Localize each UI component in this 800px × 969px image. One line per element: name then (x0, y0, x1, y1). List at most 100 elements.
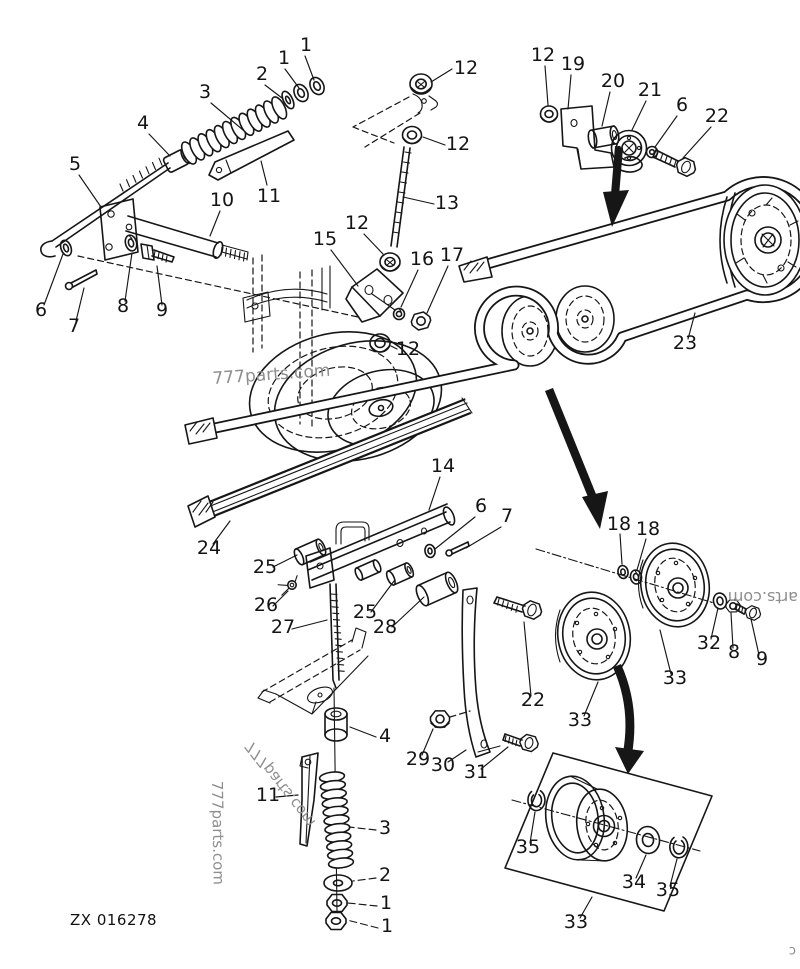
arrow-curved-icon (613, 664, 635, 754)
callout-21: 21 (638, 79, 662, 101)
leader-line (426, 265, 449, 314)
callout-23: 23 (673, 332, 697, 354)
leader-line (260, 160, 268, 186)
callout-12: 12 (531, 44, 555, 66)
spring-3-bottom (318, 771, 355, 869)
leader-line (631, 100, 647, 131)
watermark: 777parts.com (208, 781, 228, 885)
leader-lines (43, 55, 760, 929)
callout-9: 9 (756, 648, 768, 670)
flat-idler-pulleys-33 (535, 542, 763, 681)
flanged-nut-12-d (369, 333, 391, 353)
callout-32: 32 (697, 632, 721, 654)
leader-line (78, 174, 102, 208)
callout-20: 20 (601, 70, 625, 92)
leader-line (330, 249, 359, 287)
leader-line (370, 580, 395, 613)
pulley-33-detail (544, 775, 629, 862)
callout-14: 14 (431, 455, 455, 477)
callout-12: 12 (446, 133, 470, 155)
callout-11: 11 (256, 784, 280, 806)
callout-12: 12 (454, 57, 478, 79)
leader-line (529, 811, 536, 844)
strap-arm-30 (461, 587, 501, 758)
deck-plate-sketch (257, 627, 369, 715)
drawing-code: ZX 016278 (70, 911, 158, 929)
leader-line (43, 253, 64, 306)
belt-guide-11-top (208, 130, 295, 181)
belt-guide-11-bottom (299, 752, 319, 847)
callout-12: 12 (396, 338, 420, 360)
callout-7: 7 (68, 315, 80, 337)
leader-line (210, 102, 244, 131)
leader-line (480, 746, 509, 770)
leader-line (124, 252, 133, 302)
callout-28: 28 (373, 616, 397, 638)
callout-33: 33 (568, 709, 592, 731)
flow-arrows (545, 146, 644, 774)
leader-line (156, 265, 163, 306)
leader-line (730, 612, 734, 649)
callout-1: 1 (278, 47, 290, 69)
bolt-9-left (140, 243, 175, 263)
callout-35: 35 (656, 879, 680, 901)
leader-line (390, 345, 398, 350)
bolt-22-top (652, 149, 699, 180)
leader-line (212, 520, 231, 545)
flanged-nut-12-a (409, 73, 433, 95)
clip-26 (277, 575, 298, 596)
leader-line (272, 554, 298, 568)
snap-ring-35-right (669, 836, 689, 859)
callout-22: 22 (705, 105, 729, 127)
callout-26: 26 (254, 594, 278, 616)
leader-line (635, 854, 647, 879)
leader-line (619, 533, 623, 565)
pulley-33-center (554, 591, 632, 681)
callout-31: 31 (464, 761, 488, 783)
generated-art (119, 96, 746, 747)
leader-line (363, 233, 384, 255)
strap-arm-30-group (429, 587, 545, 758)
lock-washer-16 (392, 307, 406, 321)
leader-line (583, 681, 599, 717)
callout-30: 30 (431, 754, 455, 776)
nut-1-top-b (309, 76, 325, 96)
callout-19: 19 (561, 53, 585, 75)
bolt-22-mid (493, 596, 545, 622)
tension-arm-14-assembly (277, 503, 470, 689)
callout-5: 5 (69, 153, 81, 175)
callout-33: 33 (564, 911, 588, 933)
clamp-bracket-15 (345, 268, 404, 323)
leader-line (669, 858, 678, 887)
callout-2: 2 (256, 63, 268, 85)
leader-line (421, 728, 434, 756)
callout-1: 1 (380, 892, 392, 914)
callout-18: 18 (607, 513, 631, 535)
pulley-33-upper (637, 542, 711, 628)
leader-line (272, 590, 289, 607)
washer-32 (712, 592, 728, 610)
callout-4: 4 (137, 112, 149, 134)
leader-line (304, 55, 315, 81)
leader-line (148, 133, 171, 157)
callout-25: 25 (353, 601, 377, 623)
callout-6: 6 (676, 94, 688, 116)
leader-line (275, 794, 299, 798)
callout-9: 9 (156, 299, 168, 321)
leader-line (391, 596, 425, 628)
leader-line (710, 607, 719, 640)
arrow-down-right-icon (545, 388, 598, 502)
leader-line (428, 476, 441, 511)
leader-line (346, 919, 379, 929)
leader-line (567, 74, 572, 110)
callout-12: 12 (345, 212, 369, 234)
callout-11: 11 (257, 185, 281, 207)
bushing-25-right (385, 562, 415, 586)
nut-1-bottom-a (326, 893, 348, 913)
leader-line (75, 287, 85, 322)
leader-line (465, 526, 502, 549)
leader-line (687, 312, 696, 340)
cotter-pin-7-left (64, 269, 98, 291)
cap-nut-4-bottom (324, 707, 348, 742)
